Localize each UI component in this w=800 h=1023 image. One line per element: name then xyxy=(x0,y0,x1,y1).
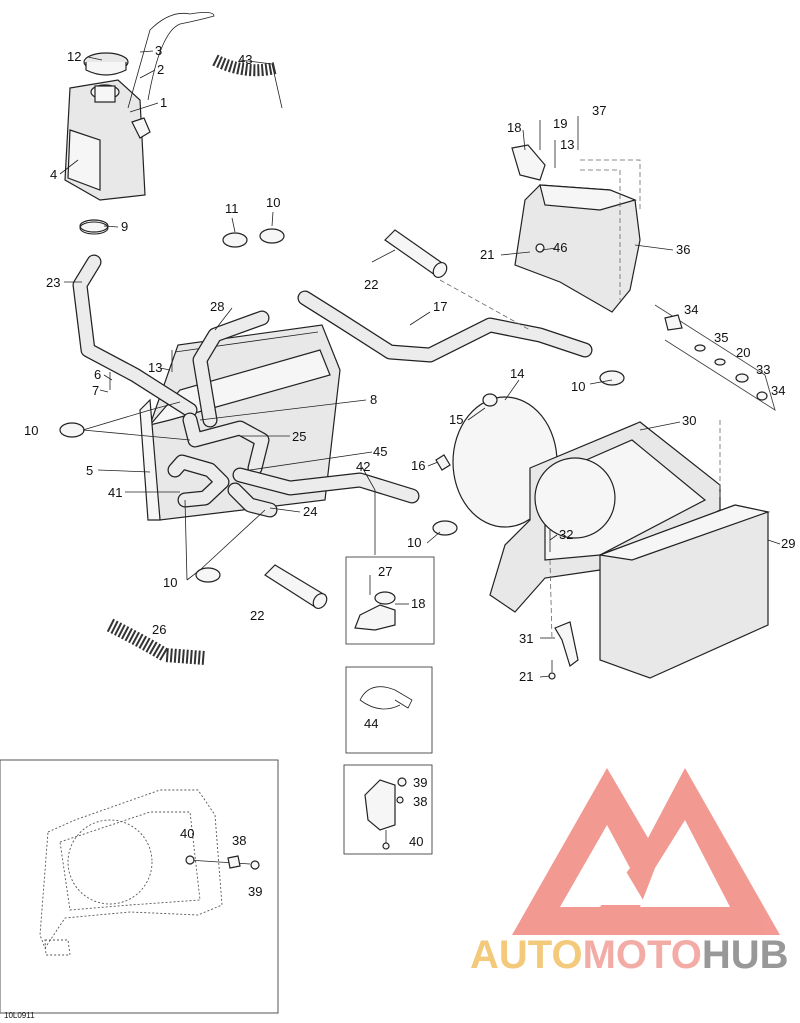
callout-29: 29 xyxy=(781,536,795,551)
protective-sleeve-bottom xyxy=(264,564,328,610)
callout-18a: 18 xyxy=(507,120,521,135)
callout-32: 32 xyxy=(559,527,573,542)
callout-6: 6 xyxy=(94,367,101,382)
callout-16: 16 xyxy=(411,458,425,473)
figure-code: 10L0911 xyxy=(4,1011,35,1020)
watermark-wordmark: AUTOMOTOHUB xyxy=(470,933,789,977)
watermark-logo xyxy=(512,768,780,935)
leader-lines xyxy=(59,50,781,678)
callout-4: 4 xyxy=(50,167,57,182)
fastener-stack xyxy=(654,304,776,412)
callout-2: 2 xyxy=(157,62,164,77)
corrugated-hose xyxy=(106,618,206,665)
fan-shroud xyxy=(435,393,721,613)
callout-28: 28 xyxy=(210,299,224,314)
svg-text:AUTOMOTOHUB: AUTOMOTOHUB xyxy=(470,933,789,977)
overflow-hose xyxy=(212,54,277,77)
detail-box-bracket xyxy=(345,556,435,645)
callout-25: 25 xyxy=(292,429,306,444)
callout-24: 24 xyxy=(303,504,317,519)
callout-39b: 39 xyxy=(413,775,427,790)
inset-radiator-shroud xyxy=(39,789,260,956)
callout-22b: 22 xyxy=(250,608,264,623)
clamp-9 xyxy=(79,219,109,235)
callout-21b: 21 xyxy=(519,669,533,684)
callout-14: 14 xyxy=(510,366,524,381)
callout-8: 8 xyxy=(370,392,377,407)
support-bracket xyxy=(511,144,641,313)
watermark-part-1: AUTO xyxy=(470,933,583,977)
coolant-reservoir xyxy=(64,12,215,201)
callout-9: 9 xyxy=(121,219,128,234)
callout-1: 1 xyxy=(160,95,167,110)
bolts xyxy=(109,116,579,672)
callout-34b: 34 xyxy=(771,383,785,398)
callout-43: 43 xyxy=(238,52,252,67)
callout-39a: 39 xyxy=(248,884,262,899)
callout-26: 26 xyxy=(152,622,166,637)
callout-19: 19 xyxy=(553,116,567,131)
bracket-31 xyxy=(548,621,579,680)
callout-11: 11 xyxy=(225,201,239,216)
callout-23: 23 xyxy=(46,275,60,290)
callout-40a: 40 xyxy=(180,826,194,841)
callout-42: 42 xyxy=(356,459,370,474)
callout-13b: 13 xyxy=(560,137,574,152)
callout-7: 7 xyxy=(92,383,99,398)
callout-33: 33 xyxy=(756,362,770,377)
callout-10e: 10 xyxy=(163,575,177,590)
inset-frame xyxy=(0,759,279,1014)
callout-35: 35 xyxy=(714,330,728,345)
callout-21a: 21 xyxy=(480,247,494,262)
callout-27: 27 xyxy=(378,564,392,579)
callout-3: 3 xyxy=(155,43,162,58)
callout-17: 17 xyxy=(433,299,447,314)
callout-31: 31 xyxy=(519,631,533,646)
radiator-block xyxy=(597,504,771,679)
callout-15: 15 xyxy=(449,412,463,427)
hose-network xyxy=(72,254,593,518)
callout-10d: 10 xyxy=(407,535,421,550)
callout-5: 5 xyxy=(86,463,93,478)
callout-10a: 10 xyxy=(266,195,280,210)
detail-box-mount xyxy=(343,764,433,855)
callout-22a: 22 xyxy=(364,277,378,292)
callout-10b: 10 xyxy=(24,423,38,438)
callout-34a: 34 xyxy=(684,302,698,317)
watermark-part-3: HUB xyxy=(702,933,789,977)
callout-13a: 13 xyxy=(148,360,162,375)
watermark-part-2: MOTO xyxy=(583,933,702,977)
callout-12: 12 xyxy=(67,49,81,64)
callout-46: 46 xyxy=(553,240,567,255)
callout-18b: 18 xyxy=(411,596,425,611)
callout-41: 41 xyxy=(108,485,122,500)
callout-labels: 1 2 3 4 5 6 7 8 9 10 10 10 10 10 11 12 1… xyxy=(24,43,795,899)
callout-38a: 38 xyxy=(232,833,246,848)
callout-45: 45 xyxy=(373,444,387,459)
callout-37: 37 xyxy=(592,103,606,118)
callout-20: 20 xyxy=(736,345,750,360)
callout-10c: 10 xyxy=(571,379,585,394)
callout-36: 36 xyxy=(676,242,690,257)
callout-38b: 38 xyxy=(413,794,427,809)
callout-44: 44 xyxy=(364,716,378,731)
alignment-lines xyxy=(439,159,721,641)
hose-clamps xyxy=(59,228,625,583)
callout-40b: 40 xyxy=(409,834,423,849)
protective-sleeve-top xyxy=(384,229,448,279)
detail-box-tie xyxy=(345,666,433,754)
callout-30: 30 xyxy=(682,413,696,428)
